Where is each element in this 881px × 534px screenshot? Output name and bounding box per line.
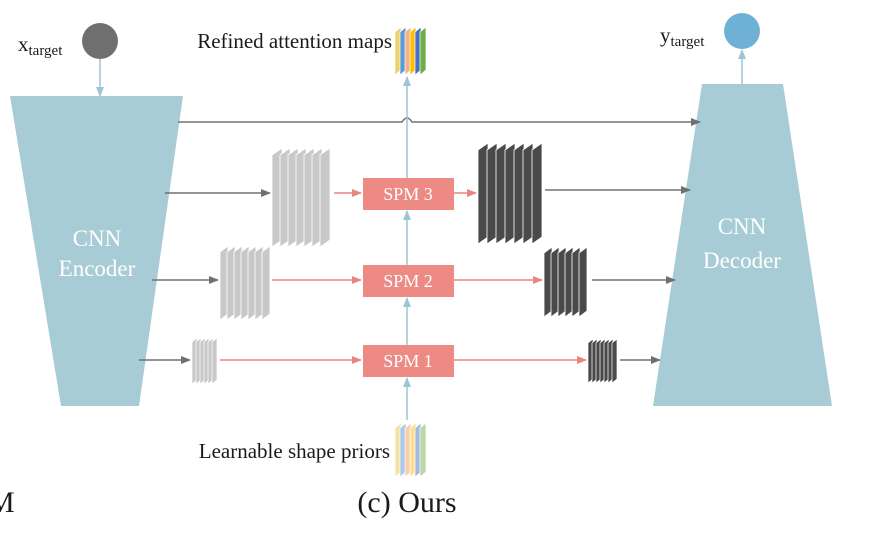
x-target-label: xtarget xyxy=(18,32,63,59)
feature-maps-light-level2 xyxy=(219,245,271,321)
decoder-label-line1: CNN xyxy=(718,214,767,239)
feature-maps-dark-level3 xyxy=(477,142,543,245)
decoder-label-line2: Decoder xyxy=(703,248,781,273)
feature-maps-light-level3 xyxy=(271,147,331,248)
learnable-shape-priors-icon xyxy=(394,422,427,478)
spm-2-block xyxy=(363,265,454,297)
refined-attention-maps-icon xyxy=(394,26,427,76)
feature-maps-light-level1 xyxy=(191,337,218,385)
learnable-shape-priors-label: Learnable shape priors xyxy=(199,439,390,463)
figure-caption: (c) Ours xyxy=(357,486,456,519)
encoder-label-line1: CNN xyxy=(73,226,122,251)
spm-1-label: SPM 1 xyxy=(383,351,433,371)
input-circle xyxy=(82,23,118,59)
cnn-decoder xyxy=(653,84,832,406)
refined-attention-maps-label: Refined attention maps xyxy=(197,29,392,53)
spm-3-label: SPM 3 xyxy=(383,184,433,204)
cnn-encoder xyxy=(10,96,183,406)
output-circle xyxy=(724,13,760,49)
spm-3-block xyxy=(363,178,454,210)
spm-1-block xyxy=(363,345,454,377)
feature-maps-dark-level1 xyxy=(587,338,618,384)
feature-maps-dark-level2 xyxy=(543,246,588,318)
spm-2-label: SPM 2 xyxy=(383,271,433,291)
skip-connection-top xyxy=(178,117,701,126)
encoder-label-line2: Encoder xyxy=(59,256,136,281)
left-partial-caption: M xyxy=(0,486,15,519)
y-target-label: ytarget xyxy=(660,23,705,50)
